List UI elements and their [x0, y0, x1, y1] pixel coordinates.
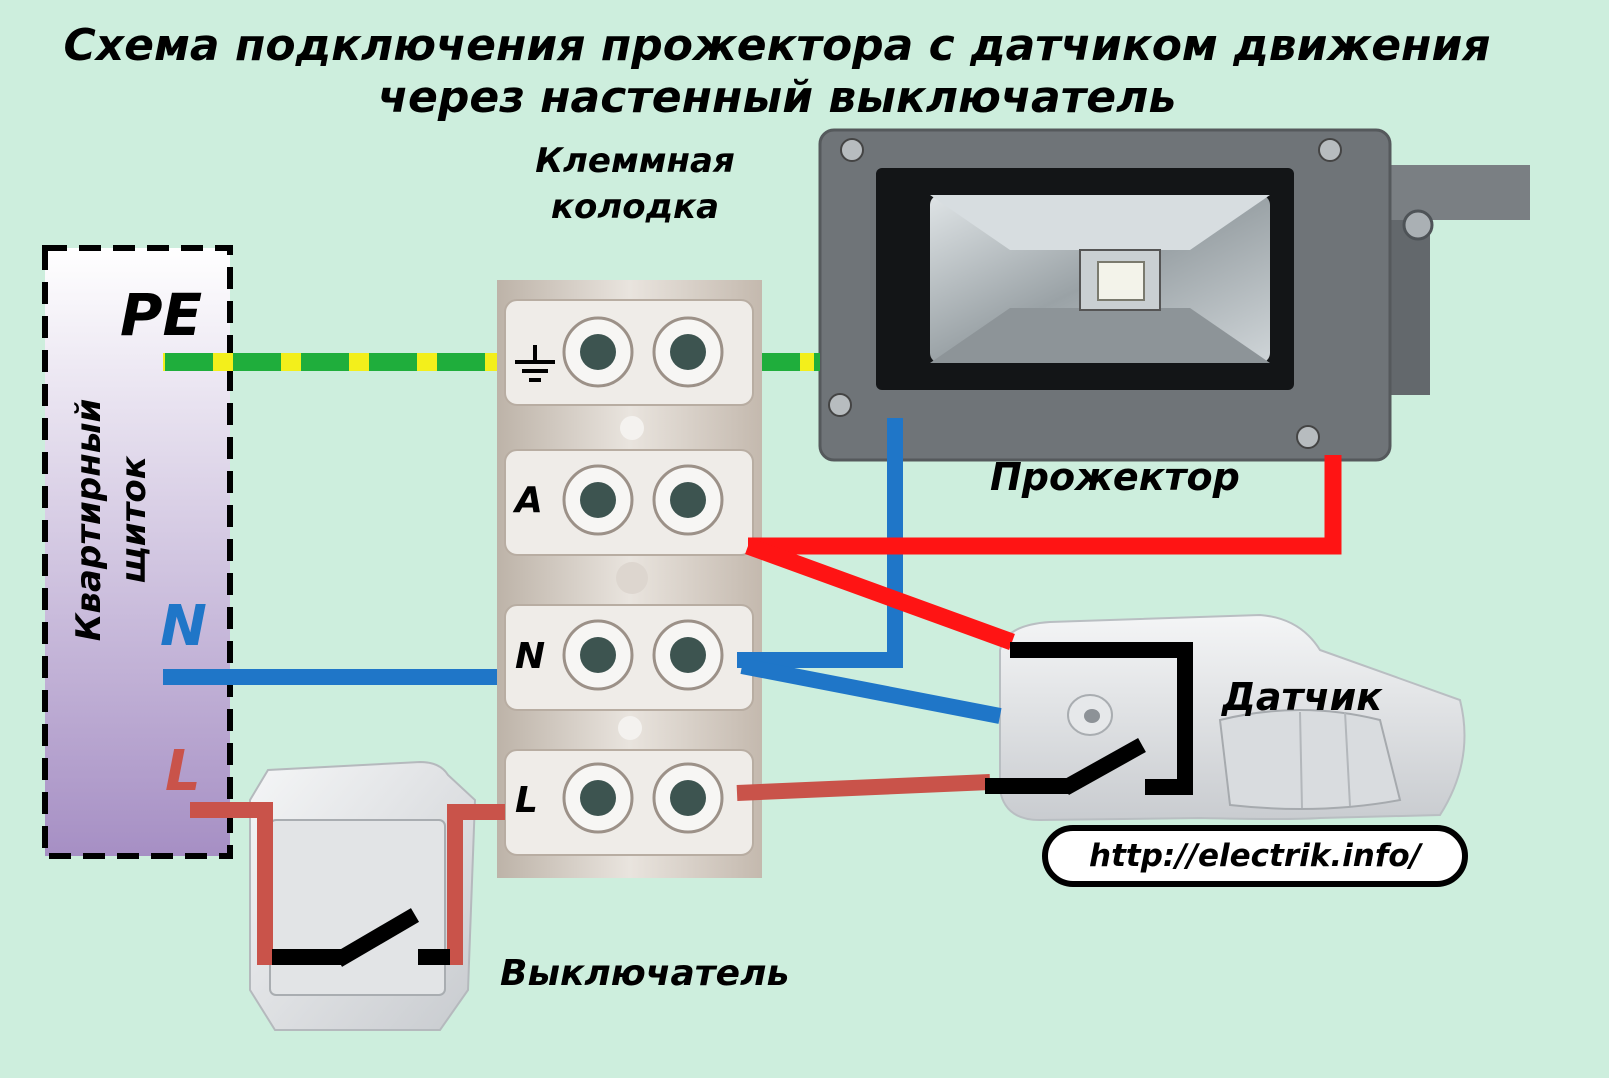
- ground-icon: [515, 345, 555, 382]
- diagram-title-line2: через настенный выключатель: [378, 72, 1176, 123]
- terminal-block-label-line1: Клеммная: [535, 141, 735, 181]
- terminal-block-label-line2: колодка: [551, 187, 719, 227]
- terminal-a-label: A: [512, 480, 543, 521]
- terminal-block: Клеммная колодка A: [497, 141, 762, 878]
- terminal-row-n: N: [504, 604, 754, 711]
- terminal-row-a: A: [504, 449, 754, 556]
- terminal-n-label: N: [515, 636, 545, 677]
- floodlight-label: Прожектор: [990, 455, 1240, 499]
- screw-icon: [1296, 425, 1320, 449]
- switch-contact-symbol: [272, 908, 450, 967]
- floodlight: Прожектор: [818, 128, 1530, 499]
- screw-icon: [840, 138, 864, 162]
- switch-label: Выключатель: [500, 953, 789, 994]
- panel-label-line2: щиток: [114, 455, 154, 583]
- wire-neutral: [163, 418, 1002, 724]
- diagram-title-line1: Схема подключения прожектора с датчиком …: [63, 20, 1490, 71]
- screw-icon: [828, 393, 852, 417]
- panel-l-label: L: [165, 739, 201, 804]
- terminal-separator-hole: [620, 416, 644, 440]
- wire-phase-lamp: [745, 455, 1342, 650]
- terminal-separator-hole: [618, 716, 642, 740]
- terminal-row-l: L: [504, 749, 754, 856]
- panel-pe-label: PE: [120, 281, 202, 349]
- apartment-panel: Квартирный щиток PE N L: [42, 245, 233, 859]
- terminal-separator-hole: [616, 562, 648, 594]
- wire-phase-switch: [190, 774, 991, 965]
- url-text: http://electrik.info/: [1089, 838, 1424, 874]
- sensor-label: Датчик: [1221, 675, 1383, 719]
- url-badge: http://electrik.info/: [1042, 825, 1468, 887]
- sensor-contact-symbol: [985, 642, 1193, 795]
- terminal-l-label: L: [515, 780, 538, 821]
- panel-label-line1: Квартирный: [69, 399, 109, 642]
- screw-icon: [1318, 138, 1342, 162]
- motion-sensor: Датчик: [999, 613, 1466, 822]
- panel-n-label: N: [160, 594, 207, 659]
- terminal-row-pe: [504, 299, 754, 406]
